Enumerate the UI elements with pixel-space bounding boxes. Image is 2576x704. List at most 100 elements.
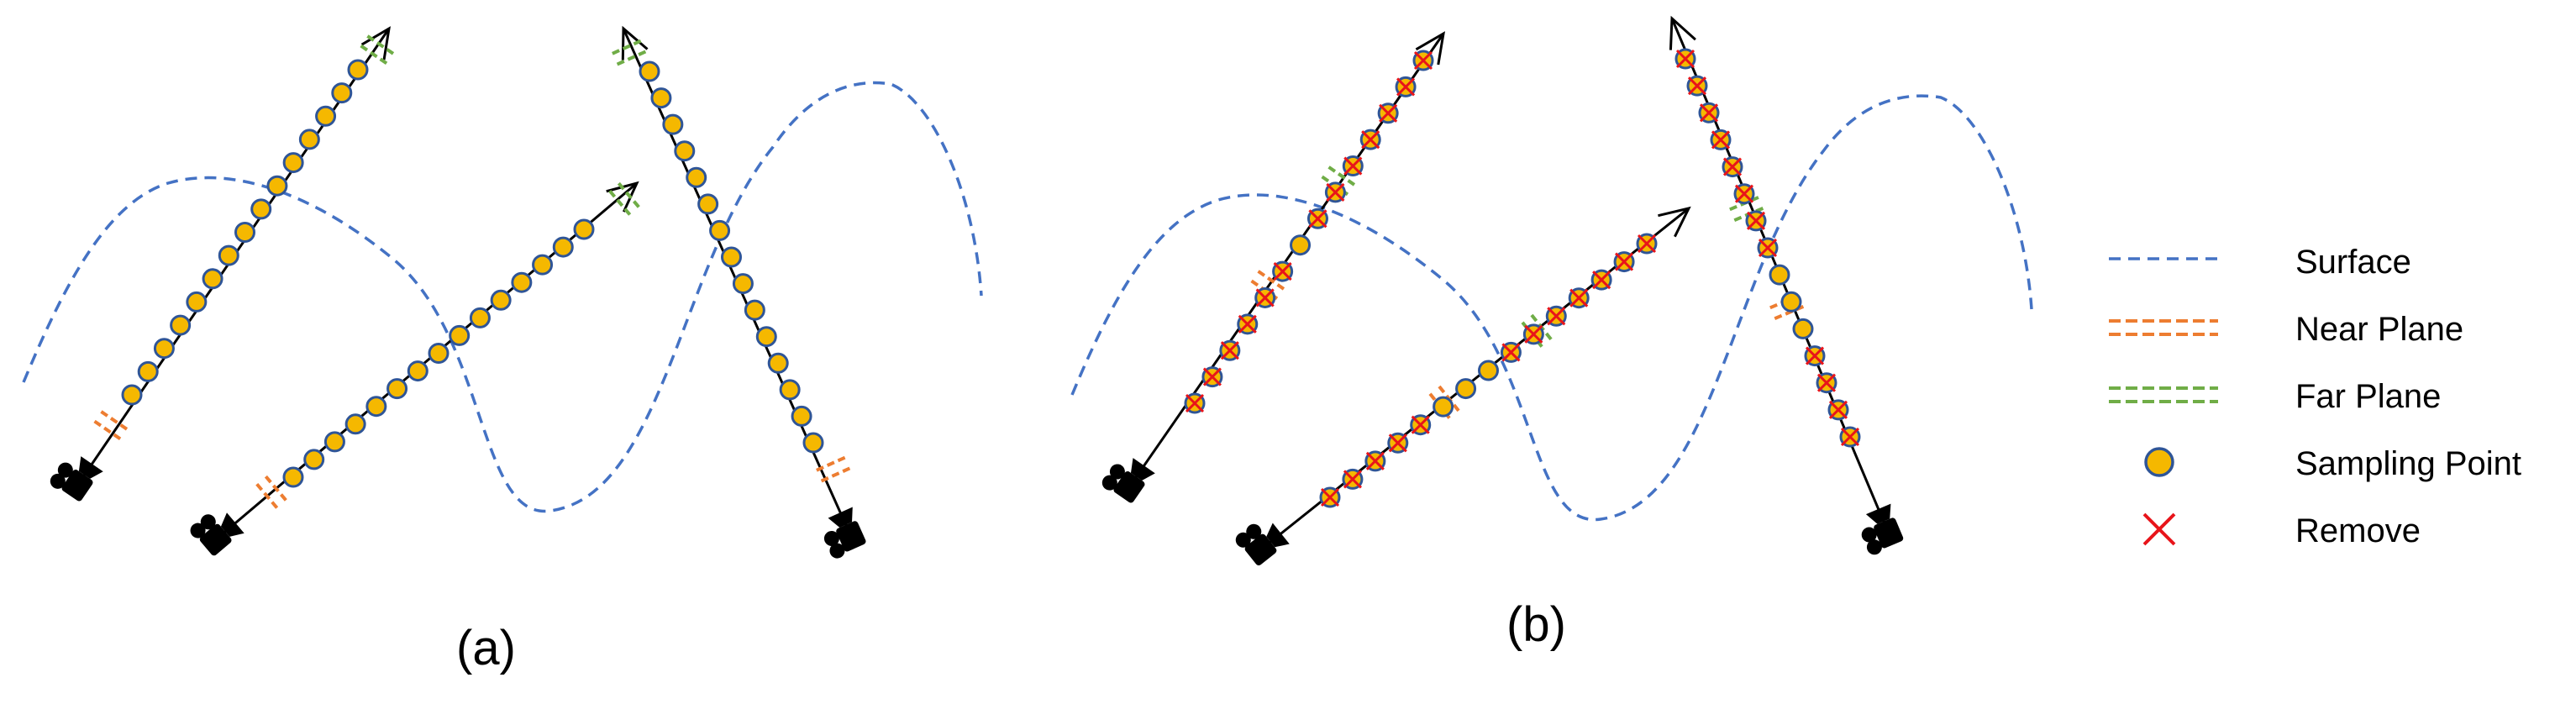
remove-mark	[1805, 346, 1825, 365]
legend-label-far-plane: Far Plane	[2295, 378, 2442, 415]
remove-mark	[1637, 234, 1657, 254]
remove-mark	[1722, 157, 1743, 176]
remove-mark	[1308, 209, 1327, 229]
arrow-head-icon	[606, 181, 639, 213]
remove-mark	[1524, 324, 1543, 344]
sampling-point	[186, 291, 208, 313]
remove-mark	[1396, 77, 1416, 97]
arrow-head-icon	[1415, 31, 1446, 66]
caption-panel-a: (a)	[456, 621, 516, 675]
sampling-point	[303, 449, 325, 470]
sampling-point	[202, 268, 223, 290]
sampling-point	[266, 175, 288, 197]
remove-mark	[1699, 103, 1719, 123]
sampling-point	[282, 152, 304, 174]
sampling-point	[1455, 378, 1477, 400]
legend-remove-symbol	[2142, 512, 2176, 546]
remove-mark	[1840, 427, 1860, 447]
remove-mark	[1687, 76, 1707, 96]
sampling-point	[779, 379, 801, 401]
remove-mark	[1220, 341, 1239, 360]
camera-icon	[1101, 458, 1155, 503]
remove-mark	[1411, 415, 1430, 434]
arrow-head-icon	[1669, 15, 1696, 50]
remove-mark	[1816, 373, 1837, 392]
remove-mark	[1675, 49, 1695, 69]
legend-label-near-plane: Near Plane	[2295, 311, 2464, 348]
remove-mark	[1592, 271, 1611, 290]
sampling-point	[170, 314, 192, 336]
sampling-point	[697, 193, 719, 215]
sampling-point	[234, 222, 255, 243]
sampling-point	[1433, 396, 1454, 418]
sampling-point	[686, 166, 707, 188]
sampling-point	[1769, 264, 1790, 286]
camera-icon	[50, 456, 103, 502]
arrow-head-icon	[1658, 206, 1691, 238]
remove-mark	[1746, 211, 1766, 230]
ray-line	[219, 181, 638, 538]
sampling-point	[121, 384, 143, 406]
sampling-point	[709, 219, 731, 241]
remove-mark	[1343, 470, 1362, 489]
remove-mark	[1361, 130, 1380, 150]
remove-mark	[1343, 156, 1363, 176]
sampling-point	[331, 82, 353, 104]
sampling-point	[347, 59, 369, 81]
remove-mark	[1238, 314, 1257, 334]
remove-mark	[1202, 367, 1222, 386]
sampling-point	[511, 271, 533, 293]
surface-curve	[1070, 94, 2033, 522]
remove-mark	[1273, 262, 1292, 281]
sampling-point	[791, 405, 812, 427]
sampling-point	[490, 289, 512, 311]
near-plane-mark	[264, 475, 289, 504]
sampling-point	[298, 129, 320, 150]
sampling-point	[469, 307, 491, 328]
sampling-point	[755, 326, 777, 348]
remove-mark	[1758, 238, 1778, 258]
sampling-point	[662, 113, 684, 135]
near-plane-mark	[100, 410, 130, 433]
surface-curve	[22, 81, 983, 513]
remove-mark	[1413, 50, 1433, 71]
sampling-point	[315, 105, 337, 127]
legend	[2109, 257, 2218, 546]
legend-label-remove: Remove	[2295, 512, 2421, 549]
sampling-point	[802, 432, 824, 454]
sampling-point	[1780, 291, 1802, 313]
sampling-point	[449, 324, 471, 346]
sampling-point	[744, 299, 765, 321]
near-plane-mark	[1257, 270, 1287, 292]
sampling-point	[732, 273, 754, 295]
sampling-point	[218, 244, 239, 266]
sampling-point	[674, 140, 696, 162]
remove-mark	[1379, 103, 1398, 123]
panel-b	[1070, 15, 2033, 566]
remove-mark	[1615, 252, 1634, 271]
sampling-point	[532, 254, 554, 276]
near-plane-mark	[255, 482, 281, 512]
panel-a	[22, 25, 983, 559]
remove-mark	[1320, 487, 1340, 507]
camera-icon	[190, 512, 244, 556]
near-plane-mark	[816, 454, 849, 472]
remove-mark	[1547, 307, 1566, 326]
sampling-point	[552, 236, 574, 258]
near-plane-mark	[93, 419, 124, 442]
camera-icon	[1861, 503, 1904, 555]
far-plane-mark	[608, 189, 633, 218]
sampling-point	[153, 338, 175, 360]
sampling-point	[573, 218, 595, 240]
sampling-point	[650, 87, 672, 109]
far-plane-mark	[360, 44, 390, 66]
remove-mark	[1388, 433, 1407, 453]
remove-mark	[1326, 182, 1345, 202]
remove-mark	[1828, 400, 1848, 419]
remove-mark	[1501, 343, 1521, 362]
sampling-point	[250, 198, 272, 220]
camera-icon	[823, 507, 866, 559]
camera-icon	[1235, 523, 1290, 566]
far-plane-mark	[366, 34, 397, 57]
